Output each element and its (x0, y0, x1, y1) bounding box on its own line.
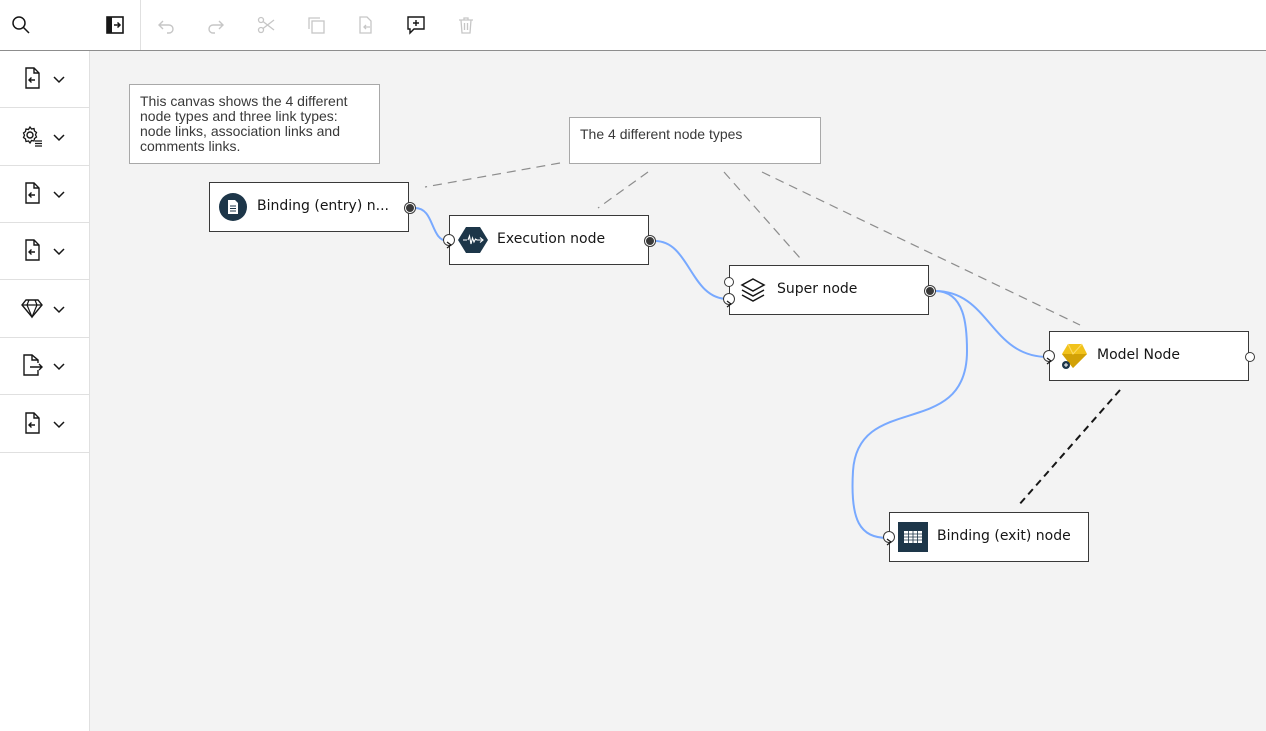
comment-node-types-text: The 4 different node types (580, 126, 743, 142)
chevron-down-icon (53, 421, 65, 429)
links-layer (414, 162, 1121, 539)
chevron-right-icon (886, 538, 892, 546)
paste-button[interactable] (350, 9, 382, 41)
comment-link[interactable] (597, 171, 649, 209)
cut-button[interactable] (250, 9, 282, 41)
palette-category-export[interactable] (0, 337, 89, 395)
node-palette (0, 0, 90, 731)
node-link[interactable] (654, 240, 729, 300)
node-link[interactable] (934, 290, 1049, 358)
copy-button[interactable] (300, 9, 332, 41)
node-execution[interactable]: Execution node (443, 215, 655, 265)
palette-category-model[interactable] (0, 280, 89, 338)
node-label: Binding (entry) n... (257, 198, 389, 214)
undo-button[interactable] (150, 9, 182, 41)
input-port[interactable] (1043, 350, 1055, 365)
canvas-toolbar (89, 0, 1266, 51)
comment-link[interactable] (424, 162, 561, 188)
redo-icon (208, 20, 224, 34)
association-link[interactable] (1017, 389, 1121, 507)
comment-link[interactable] (723, 171, 801, 259)
node-label: Binding (exit) node (937, 528, 1071, 544)
import-file-icon (25, 412, 40, 434)
node-binding-entry[interactable]: Binding (entry) n... (209, 182, 415, 232)
palette-search-button[interactable] (0, 0, 89, 51)
node-super[interactable]: Super node (723, 265, 935, 315)
export-file-icon (23, 354, 43, 376)
chevron-right-icon (1046, 357, 1052, 365)
open-panel-icon (106, 16, 124, 34)
input-port[interactable] (443, 234, 455, 249)
document-icon (219, 193, 247, 221)
input-port[interactable] (883, 531, 895, 546)
node-binding-exit[interactable]: Binding (exit) node (883, 512, 1089, 562)
diamond-model-icon (21, 299, 43, 319)
chevron-down-icon (53, 306, 65, 314)
trash-icon (459, 17, 473, 34)
output-port[interactable] (405, 203, 415, 213)
settings-list-icon (22, 125, 42, 147)
comment-node-types[interactable]: The 4 different node types (569, 117, 821, 164)
layers-icon (740, 278, 766, 302)
node-label: Model Node (1097, 347, 1181, 363)
redo-button[interactable] (200, 9, 232, 41)
import-file-icon (25, 182, 40, 204)
palette-category-import-4[interactable] (0, 395, 89, 453)
chevron-down-icon (53, 191, 65, 199)
node-label: Execution node (497, 231, 606, 247)
chevron-down-icon (53, 76, 65, 84)
copy-icon (308, 17, 325, 34)
input-port[interactable] (723, 293, 735, 308)
palette-category-settings[interactable] (0, 108, 89, 166)
palette-category-import-1[interactable] (0, 50, 89, 108)
node-label: Super node (777, 281, 858, 297)
output-port[interactable] (645, 236, 655, 246)
cut-icon (257, 16, 275, 34)
undo-icon (158, 20, 174, 34)
palette-category-import-2[interactable] (0, 165, 89, 223)
palette-category-import-3[interactable] (0, 222, 89, 280)
toggle-palette-button[interactable] (99, 9, 131, 41)
model-gem-icon (1062, 343, 1087, 369)
toolbar-divider (140, 0, 141, 50)
output-port[interactable] (925, 286, 935, 296)
add-comment-icon (407, 16, 425, 35)
comment-intro[interactable]: This canvas shows the 4 different node t… (129, 84, 380, 164)
paste-icon (359, 16, 372, 34)
output-port[interactable] (1245, 352, 1255, 362)
search-icon (12, 16, 30, 34)
import-file-icon (25, 67, 40, 89)
chevron-right-icon (446, 241, 452, 249)
chevron-right-icon (726, 300, 732, 308)
chevron-down-icon (53, 363, 65, 371)
comment-intro-text: This canvas shows the 4 different node t… (140, 93, 348, 154)
chevron-down-icon (53, 248, 65, 256)
execution-icon (458, 227, 488, 253)
table-icon (898, 522, 928, 552)
node-link[interactable] (851, 290, 969, 539)
add-comment-button[interactable] (400, 9, 432, 41)
chevron-down-icon (53, 134, 65, 142)
import-file-icon (25, 239, 40, 261)
node-model[interactable]: Model Node (1043, 331, 1255, 381)
flow-canvas[interactable]: This canvas shows the 4 different node t… (90, 51, 1266, 731)
delete-button[interactable] (450, 9, 482, 41)
input-port[interactable] (724, 277, 734, 287)
